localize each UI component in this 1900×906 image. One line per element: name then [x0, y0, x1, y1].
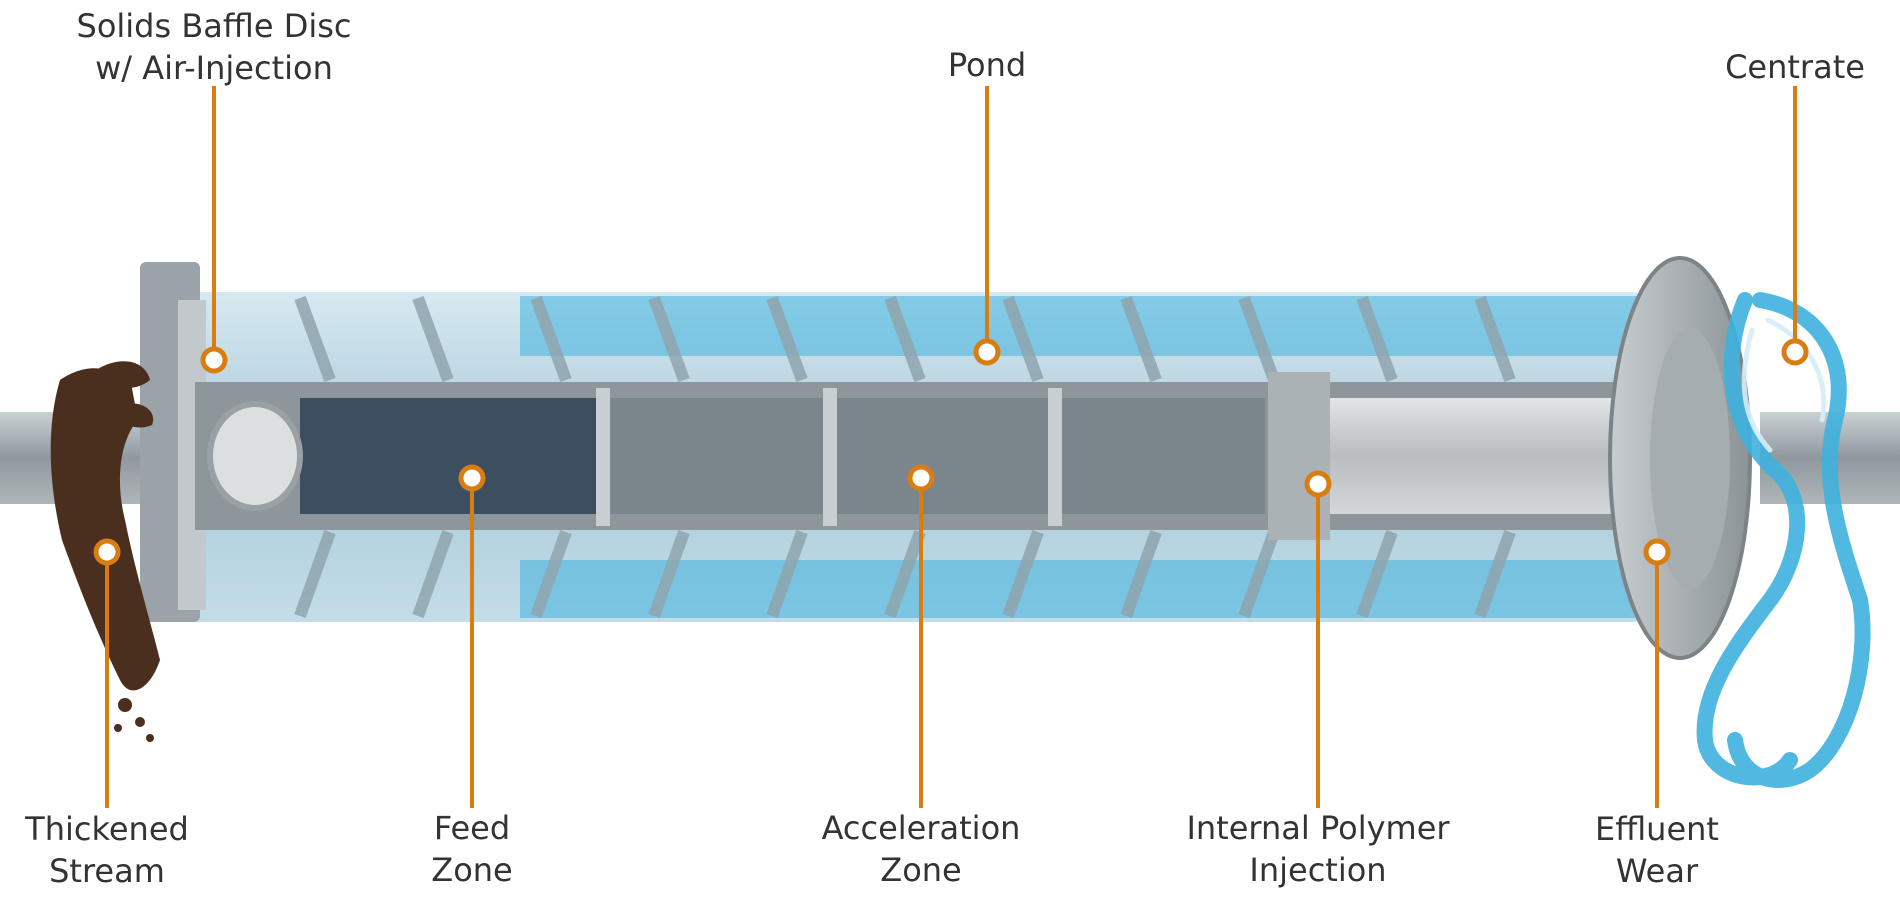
label-line: Wear [1615, 852, 1699, 890]
conveyor-tail [1285, 398, 1655, 514]
rib-3 [1048, 388, 1062, 526]
scroll-flight [1238, 295, 1280, 383]
label-centrate: Centrate [1725, 46, 1865, 88]
scroll-flight [648, 295, 690, 383]
scroll-flight [530, 529, 572, 619]
scroll-flights [294, 295, 1516, 619]
callout-dot [1781, 338, 1809, 366]
scroll-flight [1120, 295, 1162, 383]
callout-dot [200, 346, 228, 374]
callout-dot [458, 464, 486, 492]
rib-1 [596, 388, 610, 526]
label-line: Pond [947, 46, 1027, 84]
polymer-injection-collar [1268, 372, 1330, 540]
callout-leaders [105, 86, 1797, 808]
label-line: Acceleration [821, 809, 1021, 847]
feed-pipe-inlet [207, 401, 303, 511]
label-effluent-wear: Effluent Wear [1595, 808, 1719, 892]
callout-dot [1304, 470, 1332, 498]
scroll-flight [530, 295, 572, 383]
label-line: Effluent [1595, 810, 1719, 848]
label-line: Solids Baffle Disc [76, 7, 352, 45]
scroll-flight [412, 295, 454, 383]
centrate-water-highlight [1741, 317, 1827, 453]
label-line: Stream [49, 852, 165, 890]
label-line: Internal Polymer [1186, 809, 1450, 847]
pond-water-bottom [520, 560, 1650, 618]
scroll-flight [884, 529, 926, 619]
scroll-flight [1002, 529, 1044, 619]
scroll-flight [294, 295, 336, 383]
callout-dot [907, 464, 935, 492]
label-line: Zone [431, 851, 513, 889]
scroll-flight [766, 295, 808, 383]
centrate-water-flow [1696, 292, 1871, 788]
label-line: Injection [1249, 851, 1387, 889]
pond-water-top [520, 296, 1650, 356]
rib-2 [823, 388, 837, 526]
scroll-flight [648, 529, 690, 619]
scroll-flight [1238, 529, 1280, 619]
scroll-flight [294, 529, 336, 619]
label-pond: Pond [948, 44, 1026, 86]
scroll-flight [1120, 529, 1162, 619]
label-internal-polymer-injection: Internal Polymer Injection [1186, 807, 1449, 891]
scroll-flight [766, 529, 808, 619]
feed-chamber [300, 398, 600, 514]
callout-dot [1643, 538, 1671, 566]
callout-dot [973, 338, 1001, 366]
scroll-flight [884, 295, 926, 383]
scroll-flight [1474, 295, 1516, 383]
scroll-flight [412, 529, 454, 619]
right-flange-face [1650, 328, 1730, 588]
scroll-flight [1356, 295, 1398, 383]
label-line: Thickened [25, 810, 189, 848]
label-line: w/ Air-Injection [95, 49, 333, 87]
label-feed-zone: Feed Zone [431, 807, 512, 891]
scroll-flight [1002, 295, 1044, 383]
scroll-flight [1474, 529, 1516, 619]
label-line: Zone [880, 851, 962, 889]
label-thickened-stream: Thickened Stream [25, 808, 189, 892]
scroll-flight [1356, 529, 1398, 619]
label-line: Feed [433, 809, 511, 847]
thickened-stream-sludge [50, 361, 160, 742]
callout-dots [93, 338, 1809, 566]
acceleration-chamber [605, 398, 1265, 514]
callout-dot [93, 538, 121, 566]
label-solids-baffle-disc: Solids Baffle Disc w/ Air-Injection [77, 5, 352, 89]
label-acceleration-zone: Acceleration Zone [822, 807, 1021, 891]
label-line: Centrate [1725, 48, 1865, 86]
